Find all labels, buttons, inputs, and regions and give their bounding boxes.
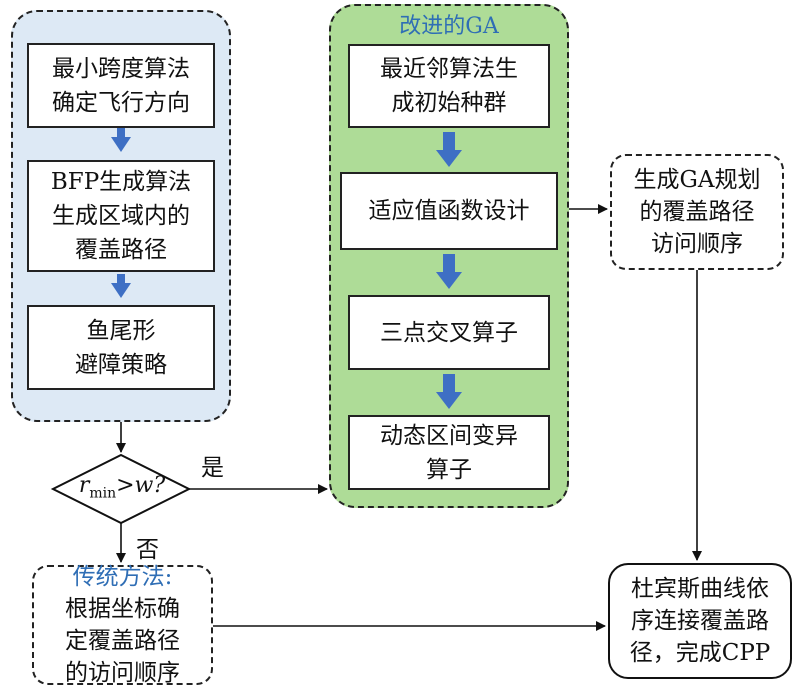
traditional-method-box: 传统方法: 根据坐标确 定覆盖路径 的访问顺序 [32, 564, 213, 686]
ga-path-order-box: 生成GA规划 的覆盖路径 访问顺序 [610, 154, 784, 270]
block-arrow [111, 274, 131, 298]
block-arrow [436, 254, 462, 289]
min-span-box: 最小跨度算法 确定飞行方向 [27, 43, 215, 128]
decision-label: rmin>w? [78, 473, 166, 502]
ga-panel-title: 改进的GA [399, 14, 499, 39]
traditional-method-body: 根据坐标确 定覆盖路径 的访问顺序 [65, 596, 180, 686]
fishtail-avoidance-box: 鱼尾形 避障策略 [27, 305, 215, 390]
dubins-curve-box: 杜宾斯曲线依 序连接覆盖路 径，完成CPP [608, 563, 792, 679]
no-label: 否 [136, 537, 159, 563]
block-arrow [111, 128, 131, 152]
traditional-method-title: 传统方法: [72, 564, 173, 590]
yes-label: 是 [201, 455, 224, 481]
bfp-generation-box: BFP生成算法 生成区域内的 覆盖路径 [27, 160, 215, 272]
block-arrow [436, 132, 462, 167]
dynamic-mutation-box: 动态区间变异 算子 [348, 415, 550, 490]
three-point-crossover-box: 三点交叉算子 [348, 295, 550, 370]
fitness-function-box: 适应值函数设计 [340, 172, 558, 250]
block-arrow [436, 374, 462, 409]
nearest-neighbor-box: 最近邻算法生 成初始种群 [348, 44, 550, 128]
